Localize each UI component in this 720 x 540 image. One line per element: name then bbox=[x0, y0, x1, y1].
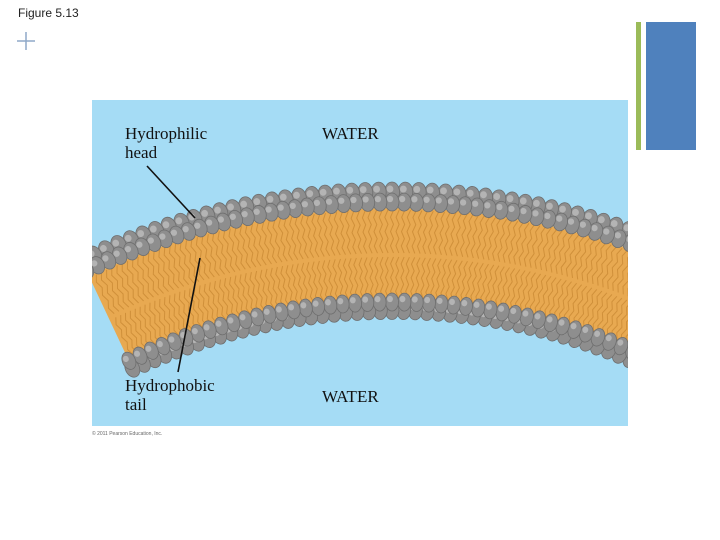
accent-bar-blue bbox=[646, 22, 696, 150]
membrane-figure: Hydrophilic head WATER Hydrophobic tail … bbox=[92, 100, 628, 426]
water-top-label: WATER bbox=[322, 124, 379, 143]
pointer-layer bbox=[146, 165, 201, 373]
head-pointer-line bbox=[146, 165, 196, 219]
copyright-notice: © 2011 Pearson Education, Inc. bbox=[92, 431, 163, 437]
slide-title: Figure 5.13 bbox=[18, 6, 79, 20]
accent-bar-green bbox=[636, 22, 641, 150]
tail-pointer-line bbox=[177, 257, 201, 373]
plus-icon bbox=[17, 32, 35, 50]
hydrophilic-head-label: Hydrophilic head bbox=[125, 124, 208, 162]
head-layer bbox=[92, 181, 628, 378]
phospholipid-bilayer bbox=[92, 165, 628, 378]
water-bottom-label: WATER bbox=[322, 387, 379, 406]
hydrophobic-tail-label: Hydrophobic tail bbox=[125, 376, 215, 414]
